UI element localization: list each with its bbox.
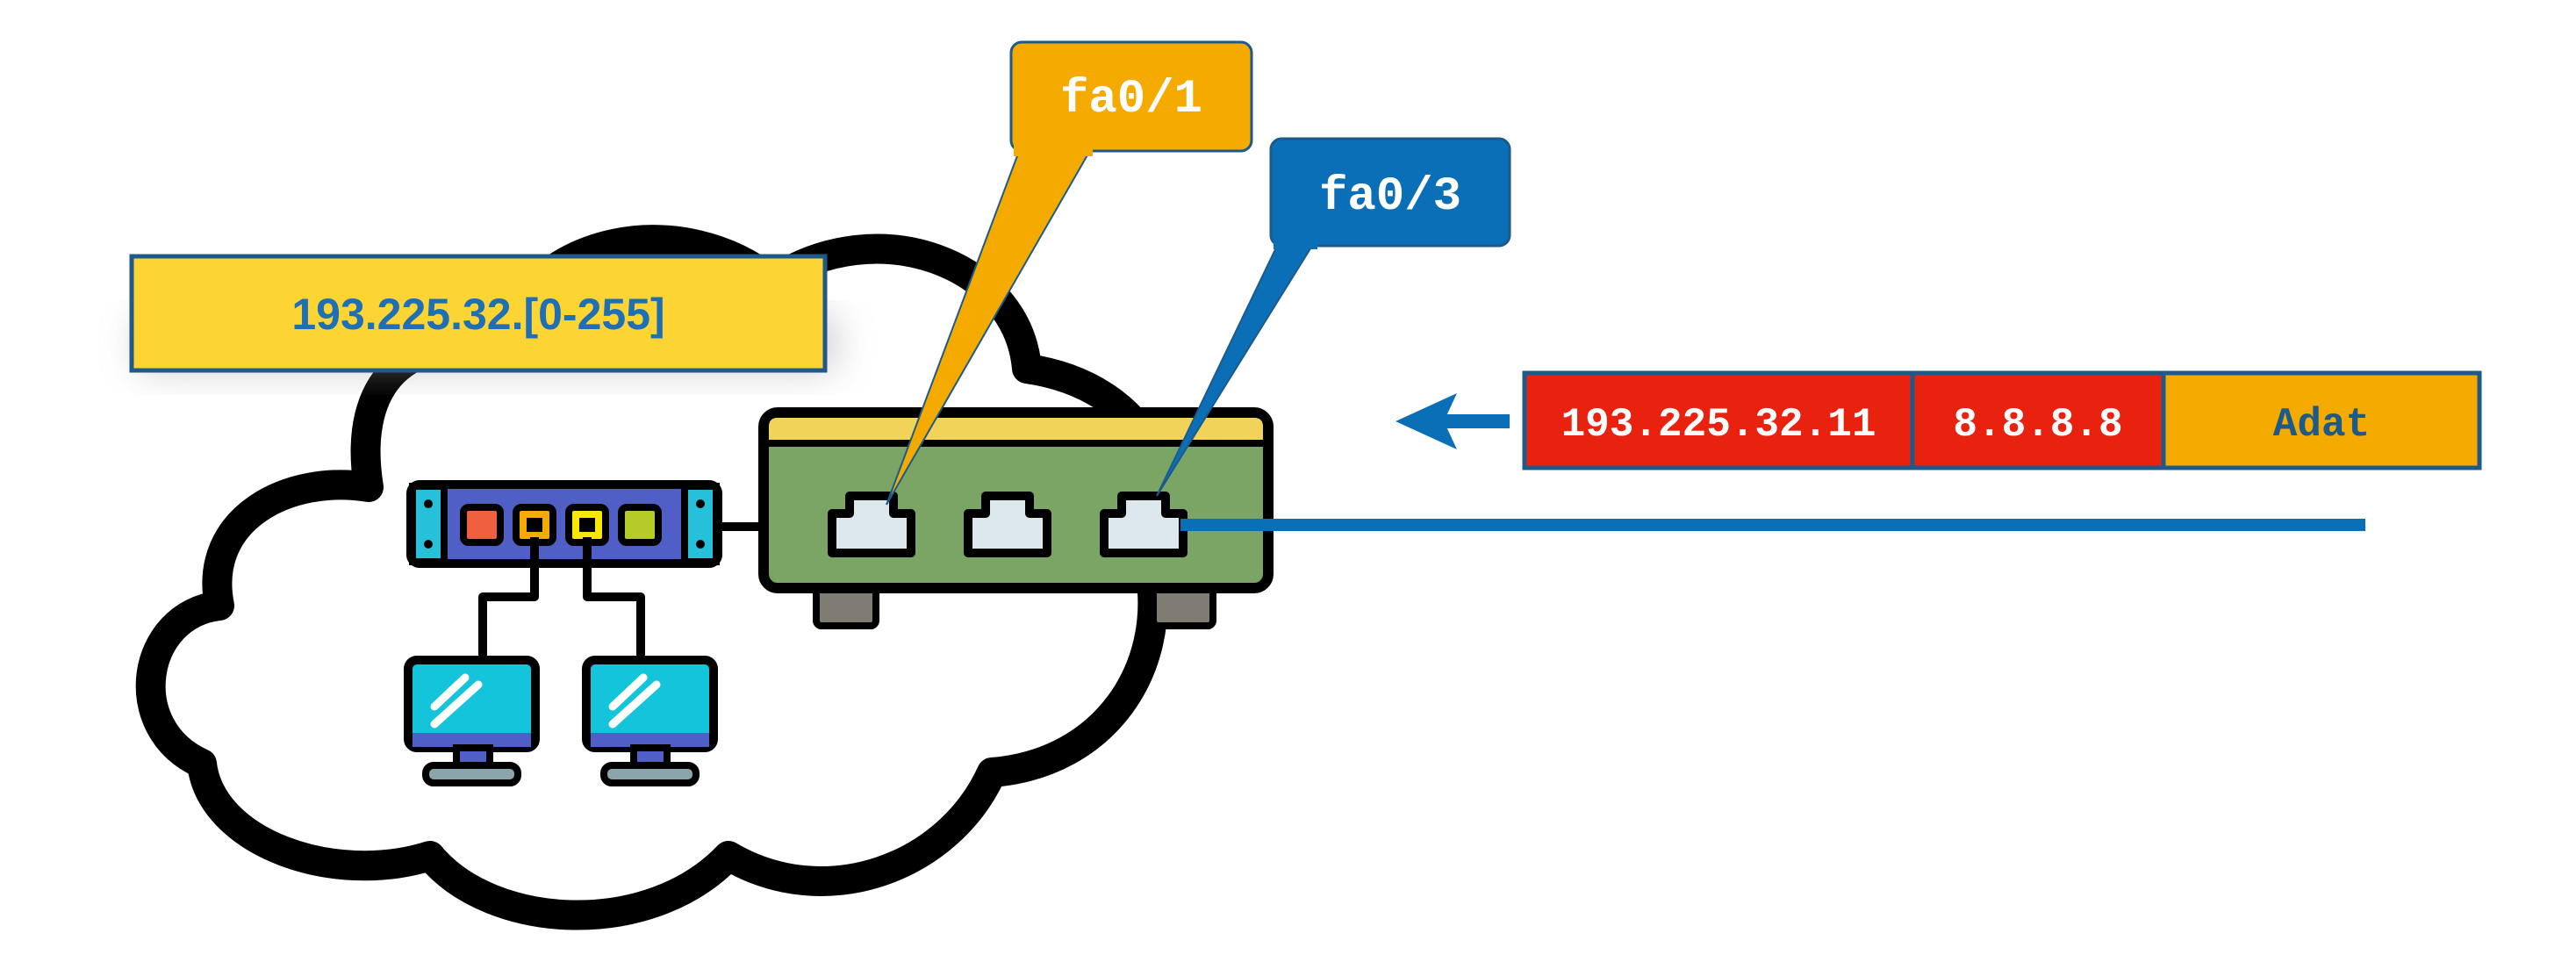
desktop-computer-icon <box>582 656 718 786</box>
packet-destination-cell <box>1910 370 2166 470</box>
callout-fa0-3: fa0/3 <box>1156 137 1511 497</box>
router-port-fa0-1 <box>828 492 915 557</box>
network-label: 193.225.32.[0-255] <box>129 254 834 373</box>
packet-payload-cell <box>2161 370 2482 470</box>
callout-fa0-3-label: fa0/3 <box>1319 170 1461 224</box>
packet-payload: Adat <box>2273 402 2370 448</box>
callout-fa0-1-label: fa0/1 <box>1060 73 1202 126</box>
arrow-left-icon <box>1396 393 1510 449</box>
hub-port-green <box>618 504 662 546</box>
network-address-label: 193.225.32.[0-255] <box>291 290 664 339</box>
callout-fa0-1: fa0/1 <box>886 40 1253 506</box>
packet: 193.225.32.11 8.8.8.8 Adat <box>1522 370 2482 470</box>
router-icon <box>758 407 1274 629</box>
network-hub-icon <box>406 480 722 568</box>
pc-cables <box>478 537 645 663</box>
router-port-fa0-3 <box>1100 492 1188 557</box>
desktop-computer-icon <box>404 656 540 786</box>
hub-port-red <box>460 504 504 546</box>
packet-destination-ip: 8.8.8.8 <box>1953 402 2122 448</box>
router-port-fa0-2 <box>964 492 1051 557</box>
packet-source-cell <box>1522 370 1915 470</box>
packet-source-ip: 193.225.32.11 <box>1561 402 1876 448</box>
